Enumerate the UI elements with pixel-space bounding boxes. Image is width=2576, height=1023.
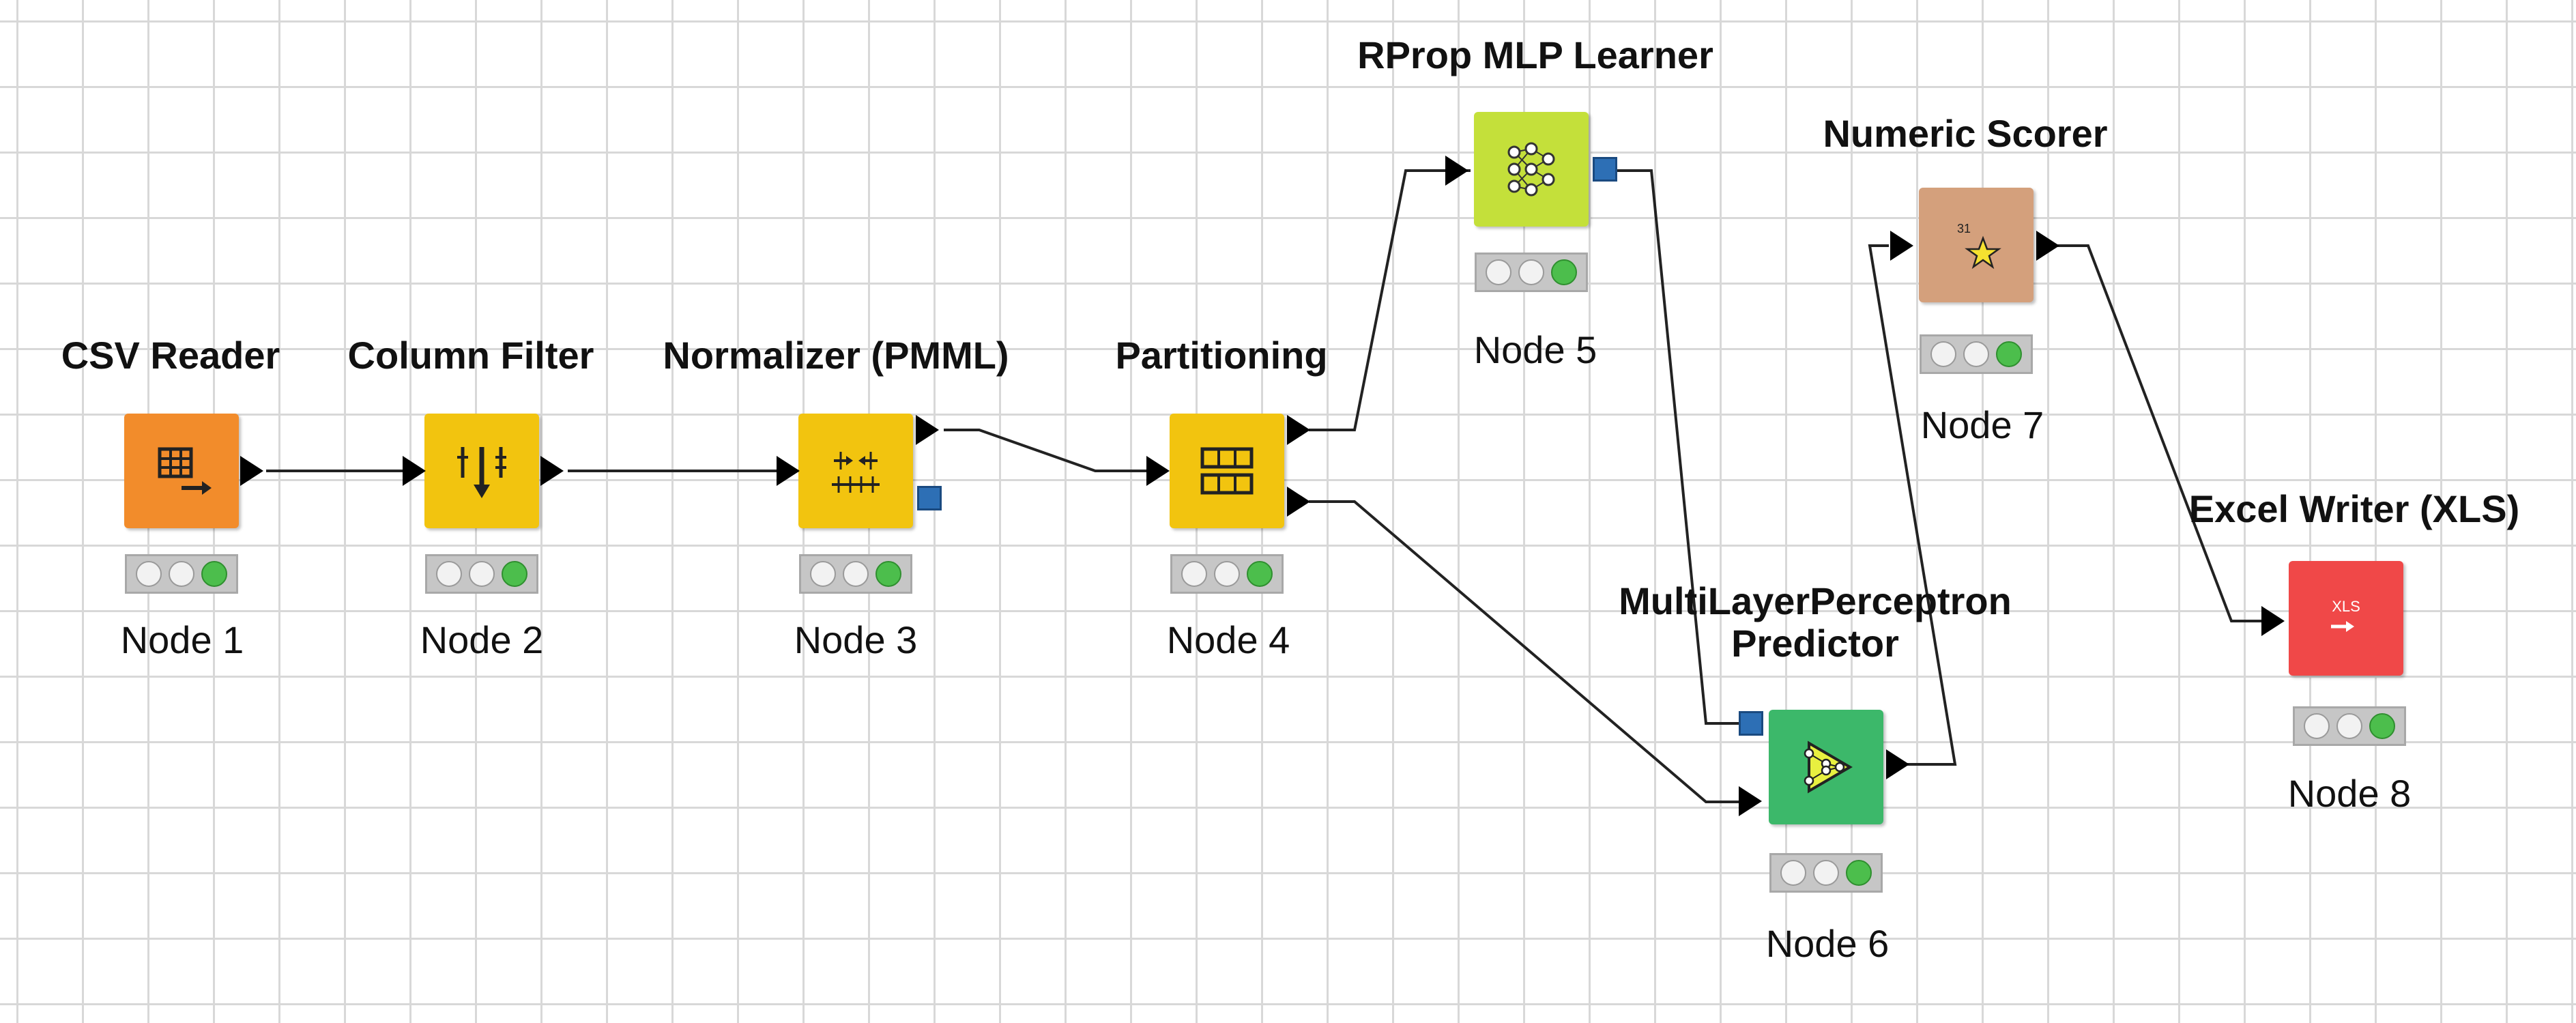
connection-n3-n4[interactable] (944, 429, 1166, 472)
node-6-output-port[interactable] (1886, 749, 1909, 779)
node-8-title: Excel Writer (XLS) (2188, 487, 2520, 530)
status-light-red (1930, 341, 1956, 367)
status-light-yellow (469, 561, 495, 587)
status-light-yellow (843, 561, 869, 587)
node-3-label[interactable]: Node 3 (794, 618, 918, 661)
node-7-numeric-scorer[interactable]: 31 (1919, 188, 2034, 302)
node-4-status (1170, 554, 1284, 594)
status-light-red (1780, 860, 1806, 886)
node-2-output-port[interactable] (540, 456, 564, 486)
node-4-output-port-train[interactable] (1287, 415, 1310, 445)
status-light-green (1551, 259, 1577, 285)
node-7-title: Numeric Scorer (1823, 112, 2108, 155)
status-light-green (1996, 341, 2022, 367)
normalizer-icon (832, 452, 880, 493)
node-4-title: Partitioning (1115, 334, 1328, 377)
node-1-title: CSV Reader (61, 334, 280, 377)
status-light-green (875, 561, 901, 587)
predictor-icon (1804, 740, 1853, 794)
node-5-model-output-port[interactable] (1593, 157, 1617, 182)
node-4-partitioning[interactable] (1170, 414, 1284, 528)
node-8-excel-writer[interactable]: XLS (2289, 561, 2403, 676)
connection-n6-n7[interactable] (1868, 244, 1957, 766)
scorer-star-icon: 31 (1957, 222, 2001, 270)
node-7-status (1920, 334, 2033, 374)
node-1-csv-reader[interactable] (124, 414, 239, 528)
node-3-data-output-port[interactable] (916, 415, 939, 445)
node-6-mlp-predictor[interactable] (1769, 710, 1883, 824)
column-filter-icon (457, 447, 506, 498)
status-light-yellow (1518, 259, 1544, 285)
status-light-green (201, 561, 227, 587)
node-3-normalizer[interactable] (798, 414, 913, 528)
status-light-yellow (1813, 860, 1839, 886)
node-2-input-port[interactable] (403, 456, 426, 486)
status-light-green (1247, 561, 1273, 587)
status-light-red (1486, 259, 1511, 285)
node-1-label[interactable]: Node 1 (120, 618, 244, 661)
status-light-red (810, 561, 836, 587)
neural-net-icon (1507, 142, 1555, 197)
node-8-label[interactable]: Node 8 (2287, 772, 2412, 815)
node-6-title: MultiLayerPerceptron Predictor (1619, 579, 2012, 665)
node-6-label[interactable]: Node 6 (1765, 922, 1890, 965)
node-4-label[interactable]: Node 4 (1166, 618, 1290, 661)
node-2-column-filter[interactable] (424, 414, 539, 528)
status-light-yellow (1963, 341, 1989, 367)
node-5-rprop-mlp-learner[interactable] (1474, 112, 1589, 227)
status-light-green (2369, 713, 2395, 739)
node-5-input-port[interactable] (1445, 156, 1468, 186)
node-7-label[interactable]: Node 7 (1920, 403, 2044, 446)
connection-n7-n8[interactable] (2051, 244, 2262, 622)
status-light-red (2304, 713, 2330, 739)
node-4-input-port[interactable] (1146, 456, 1170, 486)
node-3-model-output-port[interactable] (917, 486, 942, 510)
node-6-data-input-port[interactable] (1739, 786, 1762, 816)
scorer-icon-text: 31 (1957, 222, 1971, 235)
node-8-input-port[interactable] (2261, 606, 2285, 636)
node-3-status (799, 554, 912, 594)
node-2-status (425, 554, 538, 594)
status-light-yellow (169, 561, 194, 587)
status-light-green (1846, 860, 1872, 886)
status-light-green (502, 561, 527, 587)
node-8-status (2293, 706, 2406, 746)
status-light-red (436, 561, 462, 587)
node-5-status (1475, 253, 1588, 292)
status-light-red (1181, 561, 1207, 587)
connection-n5-n6-model[interactable] (1617, 169, 1747, 725)
node-1-status (125, 554, 238, 594)
partition-icon (1200, 447, 1254, 495)
connection-n4-n6[interactable] (1309, 500, 1747, 803)
node-2-title: Column Filter (347, 334, 594, 377)
node-1-output-port[interactable] (240, 456, 263, 486)
node-6-model-input-port[interactable] (1739, 711, 1763, 736)
node-4-output-port-test[interactable] (1287, 487, 1310, 517)
node-5-label[interactable]: Node 5 (1473, 328, 1597, 371)
node-7-input-port[interactable] (1890, 231, 1913, 261)
xls-icon-text: XLS (2332, 598, 2360, 615)
node-5-title: RProp MLP Learner (1357, 33, 1713, 76)
status-light-yellow (1214, 561, 1240, 587)
node-2-label[interactable]: Node 2 (420, 618, 544, 661)
status-light-yellow (2336, 713, 2362, 739)
status-light-red (136, 561, 162, 587)
node-6-status (1769, 853, 1883, 893)
connection-n4-n5[interactable] (1309, 169, 1471, 431)
table-arrow-icon (158, 447, 212, 495)
node-7-output-port[interactable] (2036, 231, 2059, 261)
xls-writer-icon: XLS (2331, 598, 2360, 632)
node-3-title: Normalizer (PMML) (663, 334, 1009, 377)
node-3-input-port[interactable] (777, 456, 800, 486)
